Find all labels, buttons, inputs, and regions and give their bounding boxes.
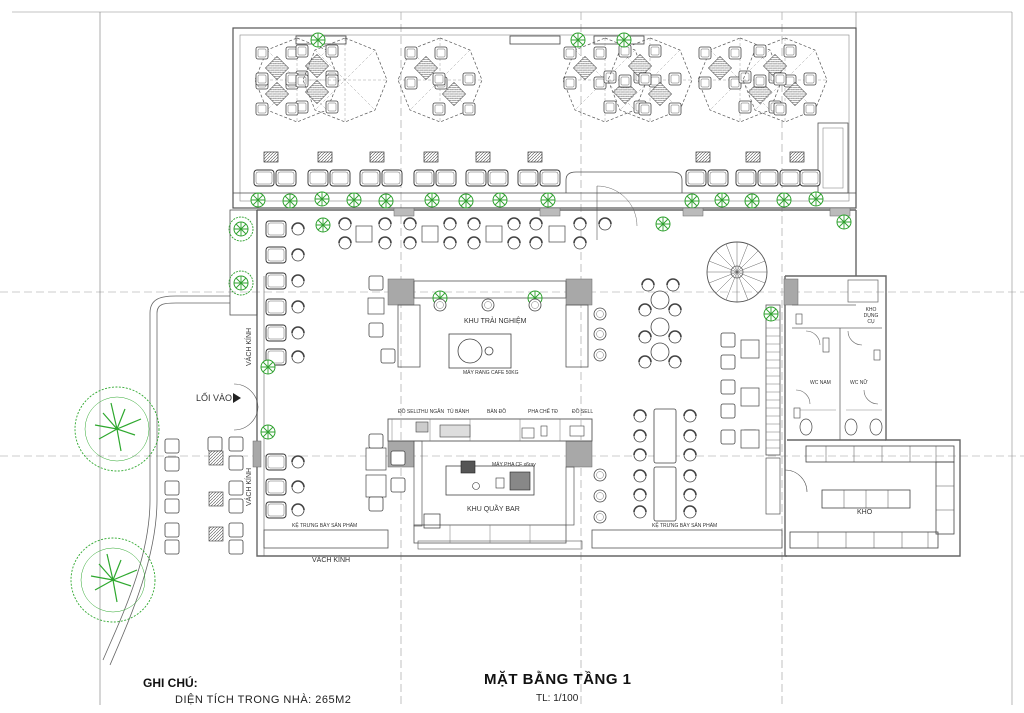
display-shelf-right: [591, 529, 783, 549]
walkway-curve: [102, 295, 230, 661]
sheet-border: [12, 11, 1013, 705]
notes-area: DIỆN TÍCH TRONG NHÀ: 265M2: [175, 694, 352, 706]
bar-stools-right: [593, 468, 607, 524]
coffee-roaster-label: MÁY RANG CAFE 50KG: [463, 370, 519, 376]
display-shelf-right-label: KỆ TRƯNG BÀY SẢN PHẨM: [652, 523, 718, 529]
storage-room: [789, 445, 955, 549]
entrance-door[interactable]: [233, 383, 259, 431]
counter-label-5: PHA CHẾ TĐ: [528, 409, 558, 415]
terrace-seating-row: [253, 151, 821, 187]
display-shelf-left: [263, 529, 389, 549]
experience-zone: [367, 275, 607, 369]
straight-stair: [765, 304, 808, 515]
experience-zone-label: KHU TRẢI NGHIỆM: [464, 318, 527, 325]
tree-lower: [70, 537, 156, 623]
counter-label-1: ĐỒ SELL: [398, 409, 420, 415]
left-bar-seating: [365, 433, 406, 512]
entrance-column: [229, 209, 258, 316]
glass-wall-label-2: VÁCH KÍNH: [246, 467, 253, 506]
upper-interior-seating: [338, 185, 638, 250]
bar-zone-label: KHU QUẦY BAR: [467, 506, 520, 513]
exterior-seating: [164, 436, 244, 555]
entrance-planters: [228, 214, 852, 440]
umbrella-table-group-7: [742, 37, 828, 123]
tree-upper: [74, 386, 160, 472]
wc-male-label: WC NAM: [810, 380, 831, 386]
umbrella-table-group-1: [254, 37, 340, 123]
spiral-staircase: [706, 241, 768, 303]
display-shelf-left-label: KỆ TRƯNG BÀY SẢN PHẨM: [292, 523, 358, 529]
wc-area: [792, 279, 883, 440]
storage-label: KHO: [857, 509, 873, 516]
scale-label: TL: 1/100: [536, 693, 579, 704]
counter-label-2: THU NGÂN: [418, 409, 445, 415]
glass-wall-label-1: VÁCH KÍNH: [246, 327, 253, 366]
wc-female-label: WC NỮ: [850, 380, 868, 386]
umbrella-table-group-2: [302, 37, 388, 123]
columns: [252, 207, 851, 468]
glass-wall-label-3: VÁCH KÍNH: [312, 557, 351, 564]
umbrella-table-group-3: [397, 37, 483, 123]
counter-label-4: BÀN ĐỒ: [487, 409, 507, 415]
bar-counter: [387, 418, 593, 550]
entrance-label: LỐI VÀO: [196, 393, 233, 403]
espresso-machine-label: MÁY PHA CF x6ray: [492, 462, 536, 468]
round-tables: [638, 278, 682, 369]
page-title: MẶT BẰNG TẦNG 1: [484, 671, 632, 688]
grid-lines: [0, 12, 1024, 705]
counter-label-6: ĐỒ SELL: [572, 409, 594, 415]
notes-heading: GHI CHÚ:: [143, 676, 198, 690]
right-seating: [720, 332, 760, 449]
long-tables: [633, 408, 697, 522]
counter-label-3: TỦ BÁNH: [447, 409, 469, 415]
wc-storage-label: KHO DỤNG CỤ: [863, 307, 879, 325]
umbrella-table-group-5: [607, 37, 693, 123]
